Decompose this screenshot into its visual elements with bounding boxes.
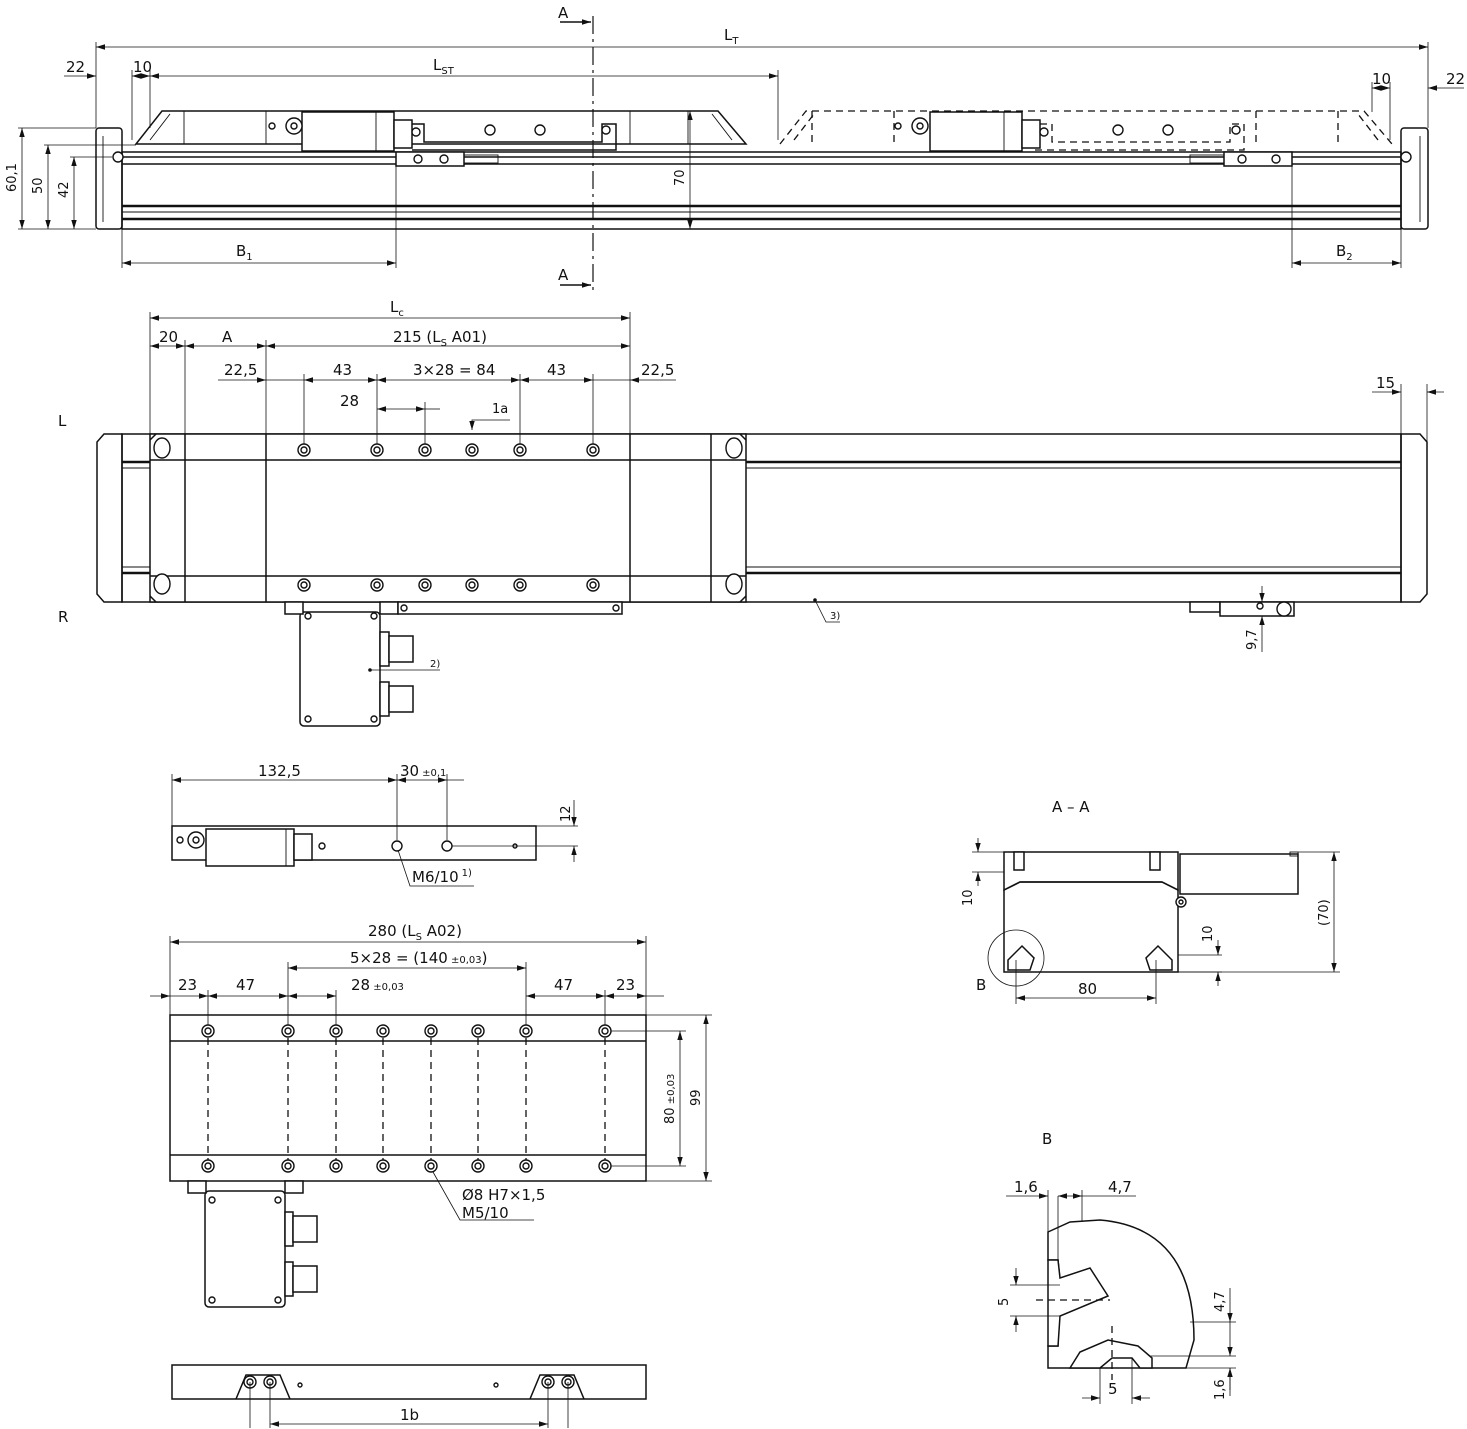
section-mark-bottom: A <box>558 266 569 284</box>
carriage-plate <box>169 1014 647 1182</box>
top-motor-box <box>299 611 381 727</box>
bottom-view: 1b <box>171 1364 647 1428</box>
dim-B-1-6-right: 1,6 <box>1213 1379 1228 1400</box>
dim-99: 99 <box>689 1089 704 1106</box>
carriage-hole-pattern <box>201 1024 612 1173</box>
dim-22-left: 22 <box>66 58 85 76</box>
bore-spec: Ø8 H7×1,5 <box>462 1186 545 1204</box>
left-carriage <box>134 110 748 145</box>
top-carriage-left <box>149 433 747 603</box>
thread-spec: M5/10 <box>462 1204 509 1222</box>
dim-22-5-right: 22,5 <box>641 361 674 379</box>
bottom-plate <box>171 1364 647 1400</box>
dim-22-5-left: 22,5 <box>224 361 257 379</box>
dim-10-left: 10 <box>133 58 152 76</box>
bracket-motor <box>205 828 295 867</box>
right-carriage-alt-position <box>779 110 1393 145</box>
dim-215: 215 (LS A01) <box>393 328 487 349</box>
left-motor-block <box>301 111 395 152</box>
note-1a: 1a <box>492 402 508 417</box>
dim-47-left: 47 <box>236 976 255 994</box>
section-AA-title: A – A <box>1052 798 1090 816</box>
top-carriage-holes <box>297 443 600 592</box>
right-end-cap <box>1400 127 1429 230</box>
side-label-R: R <box>58 608 68 626</box>
bracket-plate <box>171 825 537 861</box>
dim-AA-10-left: 10 <box>961 889 976 906</box>
dim-B-5-bottom: 5 <box>1108 1380 1118 1398</box>
top-view: L R <box>58 298 1444 727</box>
dim-28-tol: 28 ±0,03 <box>351 976 404 994</box>
left-end-cap <box>95 127 123 230</box>
dim-22-right: 22 <box>1446 70 1465 88</box>
dim-50: 50 <box>31 177 46 194</box>
dim-28: 28 <box>340 392 359 410</box>
top-switch-rail <box>397 601 623 615</box>
detail-B-marker: B <box>976 976 986 994</box>
note-3: 3) <box>830 611 840 622</box>
section-motor <box>1179 853 1299 895</box>
dim-B2: B2 <box>1336 242 1353 263</box>
carriage-view: 280 (LS A02) 5×28 = (140 ±0,03) 23 47 28… <box>150 922 712 1308</box>
carriage-motor-box <box>204 1190 286 1308</box>
dim-B-4-7-top: 4,7 <box>1108 1178 1132 1196</box>
dim-280: 280 (LS A02) <box>368 922 462 943</box>
section-profile <box>1003 881 1179 973</box>
dim-30: 30±0,1 <box>400 762 446 780</box>
dim-20: 20 <box>159 328 178 346</box>
dim-132-5: 132,5 <box>258 762 301 780</box>
detail-B: B 1,6 4,7 5 4,7 1,6 5 <box>997 1130 1236 1404</box>
dim-LST: LST <box>433 56 455 77</box>
side-label-L: L <box>58 412 67 430</box>
dim-B-1-6-top: 1,6 <box>1014 1178 1038 1196</box>
dim-80-tol: 80 ±0,03 <box>663 1074 678 1124</box>
dim-AA-80: 80 <box>1078 980 1097 998</box>
section-AA: A – A B 10 10 (70) <box>961 798 1340 1004</box>
note-1b: 1b <box>400 1406 419 1424</box>
dim-9-7: 9,7 <box>1245 629 1260 650</box>
dim-A: A <box>222 328 233 346</box>
left-switch-bracket <box>395 151 465 167</box>
dim-15: 15 <box>1376 374 1395 392</box>
dim-23-right: 23 <box>616 976 635 994</box>
right-motor-block <box>929 111 1023 152</box>
front-view: A A LT LST 22 10 10 22 60,1 50 42 <box>5 4 1465 292</box>
detail-B-title: B <box>1042 1130 1052 1148</box>
dim-70: 70 <box>673 169 688 186</box>
dim-Lc: Lc <box>390 298 404 319</box>
dim-5x28: 5×28 = (140 ±0,03) <box>350 949 487 967</box>
dim-23-left: 23 <box>178 976 197 994</box>
dim-AA-10-right: 10 <box>1201 925 1216 942</box>
dim-B1: B1 <box>236 242 253 263</box>
right-switch-bracket <box>1223 151 1293 167</box>
dim-B-4-7-right: 4,7 <box>1213 1291 1228 1312</box>
dim-60-1: 60,1 <box>5 163 20 192</box>
section-mark-top: A <box>558 4 569 22</box>
dim-AA-70: (70) <box>1317 899 1332 926</box>
top-right-end-cap <box>1400 433 1428 603</box>
dim-3x28: 3×28 = 84 <box>413 361 495 379</box>
dim-43-left: 43 <box>333 361 352 379</box>
dim-12: 12 <box>559 805 574 822</box>
profile-body <box>121 151 1402 230</box>
top-left-end-cap <box>96 433 123 603</box>
note-2: 2) <box>430 659 440 670</box>
dim-LT: LT <box>724 26 739 47</box>
dim-B-5-left: 5 <box>997 1298 1012 1306</box>
dim-43-right: 43 <box>547 361 566 379</box>
dim-42: 42 <box>57 181 72 198</box>
dim-47-right: 47 <box>554 976 573 994</box>
dim-10-right: 10 <box>1372 70 1391 88</box>
top-profile <box>121 433 1402 603</box>
